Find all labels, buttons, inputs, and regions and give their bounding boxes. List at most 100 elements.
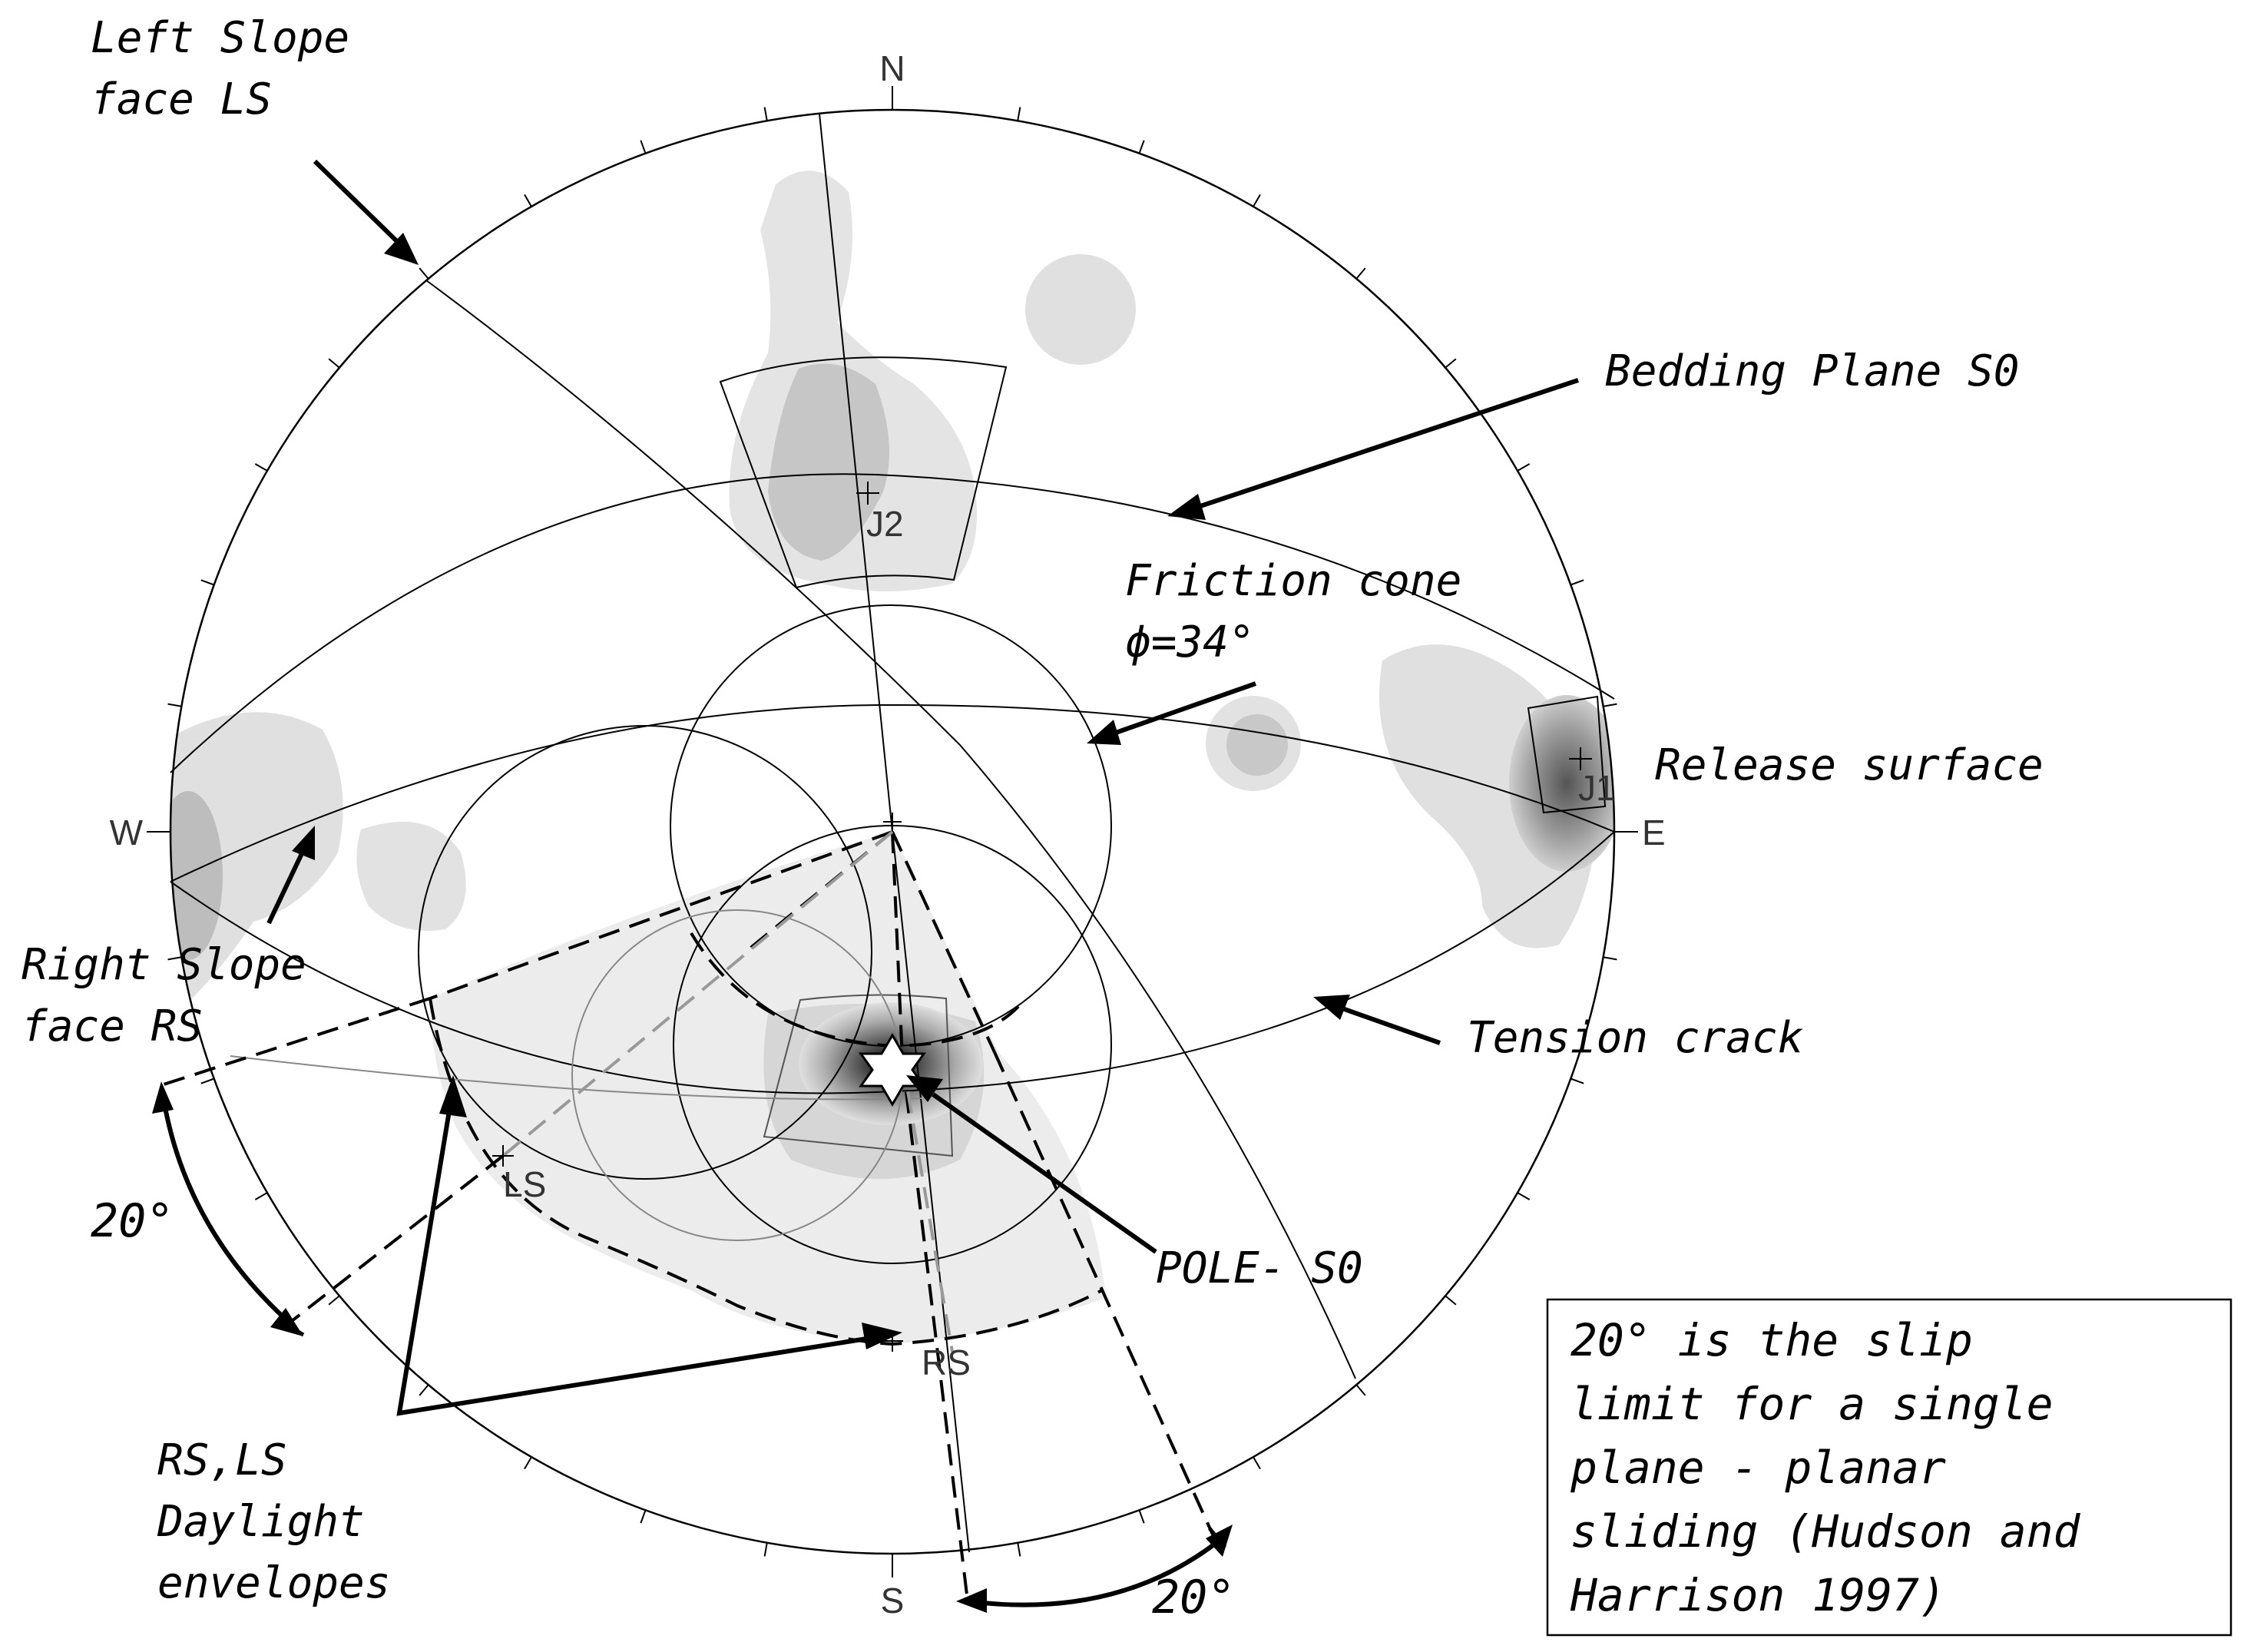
ls-daylight-circle xyxy=(418,725,872,1180)
azimuth-tick xyxy=(1603,956,1617,961)
angle-arc-left xyxy=(161,1094,293,1327)
daylight-arrows xyxy=(396,1087,892,1416)
friction-cone-label-2: ϕ=34° xyxy=(1125,617,1255,667)
azimuth-tick xyxy=(167,703,182,707)
left-slope-arrowhead xyxy=(384,233,419,265)
azimuth-tick xyxy=(1603,703,1617,707)
friction-cone-label-1: Friction cone xyxy=(1125,556,1461,606)
azimuth-tick xyxy=(328,1295,340,1306)
j1-label: J1 xyxy=(1578,768,1616,808)
right-slope-label-2: face RS xyxy=(22,1001,203,1051)
left-slope-arrow xyxy=(313,159,408,252)
j2-cross xyxy=(856,482,879,505)
left-slope-label-1: Left Slope xyxy=(91,13,349,63)
j2-density-core xyxy=(768,363,889,561)
azimuth-tick xyxy=(1017,1542,1021,1557)
note-line-4: sliding (Hudson and xyxy=(1570,1505,2081,1558)
left-slope-great-circle xyxy=(425,280,1356,1379)
angle-bottom-label: 20° xyxy=(1152,1571,1235,1624)
azimuth-tick xyxy=(1445,358,1457,369)
angle-bottom-end-tick xyxy=(1208,1527,1226,1549)
left-slope-label-2: face LS xyxy=(91,74,272,124)
w2-density-zone xyxy=(356,822,466,931)
pole-window xyxy=(763,994,954,1157)
tension-crack-arrowhead xyxy=(1313,995,1350,1020)
angle-left-arrowhead-1 xyxy=(152,1081,174,1114)
azimuth-tick xyxy=(419,267,429,280)
azimuth-tick xyxy=(1355,1384,1366,1396)
j1-cross xyxy=(1569,747,1592,770)
pole-arrowhead xyxy=(906,1075,943,1102)
note-box: 20° is the slip limit for a single plane… xyxy=(1546,1298,2232,1637)
dashed-ray-6 xyxy=(901,1059,969,1602)
lower-great-circle xyxy=(230,1055,922,1101)
ls-cross xyxy=(492,1145,514,1167)
azimuth-tick xyxy=(1253,1456,1261,1470)
dashed-construction xyxy=(161,830,1215,1602)
daylight-label-1: RS,LS xyxy=(157,1435,287,1485)
azimuth-tick xyxy=(1138,1509,1145,1524)
grey-dashed xyxy=(501,830,954,1352)
j1-window xyxy=(1527,695,1607,814)
bedding-plane-arrowhead xyxy=(1167,494,1206,520)
friction-cone-arrowhead xyxy=(1087,720,1121,745)
angle-left-end-tick xyxy=(279,1319,305,1337)
arrow-end-ticks xyxy=(279,1319,1226,1549)
ls-label: LS xyxy=(503,1164,546,1204)
south-label: S xyxy=(881,1581,905,1621)
note-box-frame xyxy=(1546,1298,2232,1637)
azimuth-tick xyxy=(254,1192,268,1200)
right-slope-arrow xyxy=(266,847,306,925)
azimuth-tick xyxy=(167,956,182,961)
azimuth-tick xyxy=(200,1078,215,1084)
grey-dashed-ray-1 xyxy=(501,830,894,1157)
center-cross xyxy=(883,813,902,831)
azimuth-ticks xyxy=(167,107,1617,1557)
tension-crack-arrow xyxy=(1339,1005,1441,1045)
azimuth-tick xyxy=(524,194,532,207)
dashed-ray-7 xyxy=(161,997,431,1087)
pole-star-icon xyxy=(859,1033,926,1107)
bedding-plane-great-circle xyxy=(170,473,1615,773)
tension-crack-label: Tension crack xyxy=(1467,1013,1803,1063)
azimuth-tick xyxy=(1517,463,1531,472)
angle-arc-bottom xyxy=(968,1534,1226,1607)
friction-daylight-envelope xyxy=(690,932,1027,1048)
azimuth-tick xyxy=(328,358,340,369)
release-surface-label: Release surface xyxy=(1655,740,2044,790)
right-slope-arrowhead xyxy=(292,826,315,860)
daylight-arrowhead-2 xyxy=(862,1323,902,1349)
note-line-5: Harrison 1997) xyxy=(1570,1569,1946,1621)
note-line-1: 20° is the slip xyxy=(1570,1314,1973,1366)
release-surface-great-circle xyxy=(170,704,1615,882)
daylight-arrowhead-1 xyxy=(439,1075,467,1117)
bedding-plane-label: Bedding Plane S0 xyxy=(1605,346,2019,396)
bedding-plane-arrow xyxy=(1197,378,1579,509)
dashed-ray-4 xyxy=(891,831,996,1053)
pole-arrow xyxy=(932,1092,1157,1254)
j2-label: J2 xyxy=(866,504,904,544)
west-label: W xyxy=(110,813,144,852)
dashed-ray-1 xyxy=(429,830,893,1000)
dashed-ray-5 xyxy=(993,1051,1215,1537)
azimuth-tick xyxy=(1253,194,1261,207)
dashed-ray-8 xyxy=(290,1154,505,1323)
friction-cone-arrow xyxy=(1113,681,1256,736)
angle-left-label: 20° xyxy=(91,1194,174,1248)
azimuth-tick xyxy=(1445,1295,1457,1306)
azimuth-tick xyxy=(1517,1192,1531,1200)
azimuth-tick xyxy=(763,107,768,121)
azimuth-tick xyxy=(1355,267,1366,280)
azimuth-tick xyxy=(640,1509,647,1524)
azimuth-tick xyxy=(1138,140,1145,154)
grey-dashed-ray-2 xyxy=(901,1059,954,1352)
azimuth-tick xyxy=(763,1542,768,1557)
azimuth-tick xyxy=(419,1384,429,1396)
density-contours xyxy=(170,170,1614,1344)
north-label: N xyxy=(879,48,905,88)
density-spot-ne xyxy=(1025,254,1136,365)
east-label: E xyxy=(1642,813,1666,852)
azimuth-tick xyxy=(1017,107,1021,121)
right-slope-label-1: Right Slope xyxy=(22,940,306,990)
